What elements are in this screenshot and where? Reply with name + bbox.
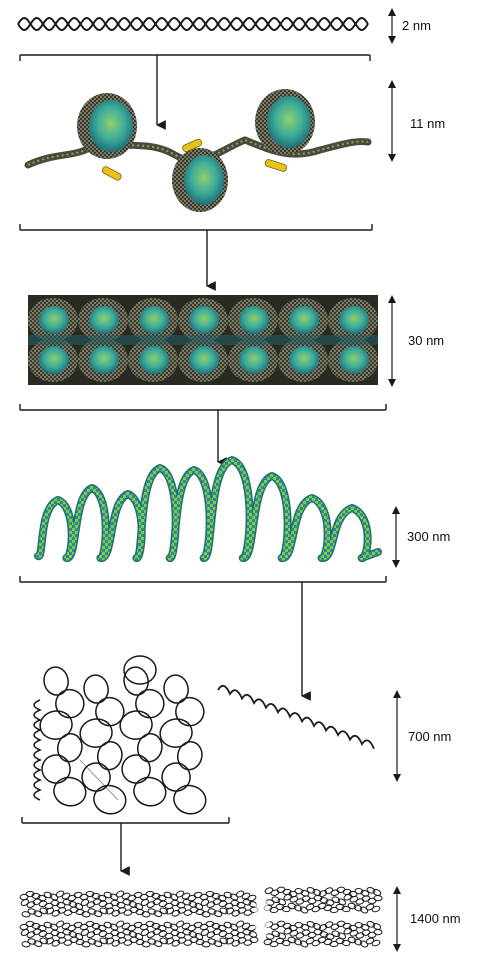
level-label-chromatid: 1400 nm [410,911,461,926]
scale-bar-30nm: 30 nm [388,295,444,387]
chromatin-loop [38,708,74,741]
dna-helix [18,18,368,30]
histone-h1-3 [264,159,287,172]
chromatid-arm [264,887,382,915]
chromatin-loop [133,687,166,720]
chromatin-loop [40,753,72,785]
chromatin-loop [175,739,204,771]
chromatid-arm [20,890,258,918]
metaphase-chromosome [20,887,382,949]
chromatin-loop [173,695,206,728]
chromatin-loop [171,783,208,817]
histone-h1-1 [101,166,122,182]
chromatin-loop [162,673,190,705]
level-label-nucleosome: 11 nm [410,116,445,131]
chromatid-arm [20,920,258,948]
scale-bar-1400nm: 1400 nm [393,886,461,952]
level-label-loops: 300 nm [407,529,450,544]
chromatin-loop [122,665,150,697]
level-label-solenoid: 30 nm [408,333,444,348]
scale-bar-11nm: 11 nm [388,80,445,162]
chromatin-loop [91,783,128,817]
chromatin-loop [78,716,114,749]
condensed-scaffold-loops [34,656,374,817]
nucleosome-fiber [28,89,368,212]
nucleosome-1 [77,93,137,159]
scale-bar-2nm: 2 nm [388,8,431,44]
nucleosome-3 [172,148,228,212]
level-label-coiled: 700 nm [408,729,451,744]
nucleosome-2 [255,89,315,155]
chromatin-loop [82,673,110,705]
chromatin-loop [42,665,70,697]
scale-bar-300nm: 300 nm [392,506,450,568]
chromatin-loop [120,753,152,785]
left-coil [34,700,40,800]
scale-bar-700nm: 700 nm [393,690,451,782]
extended-loop-tail [218,686,374,749]
chromatin-loop [158,716,194,749]
level-label-dna: 2 nm [402,18,431,33]
solenoid-fiber [28,295,378,385]
chromatid-arm [264,921,382,949]
chromatin-loop [95,739,124,771]
chromatin-loop [93,695,126,728]
looped-domains [38,460,378,558]
chromatin-loop [53,687,86,720]
centromere [254,896,270,940]
